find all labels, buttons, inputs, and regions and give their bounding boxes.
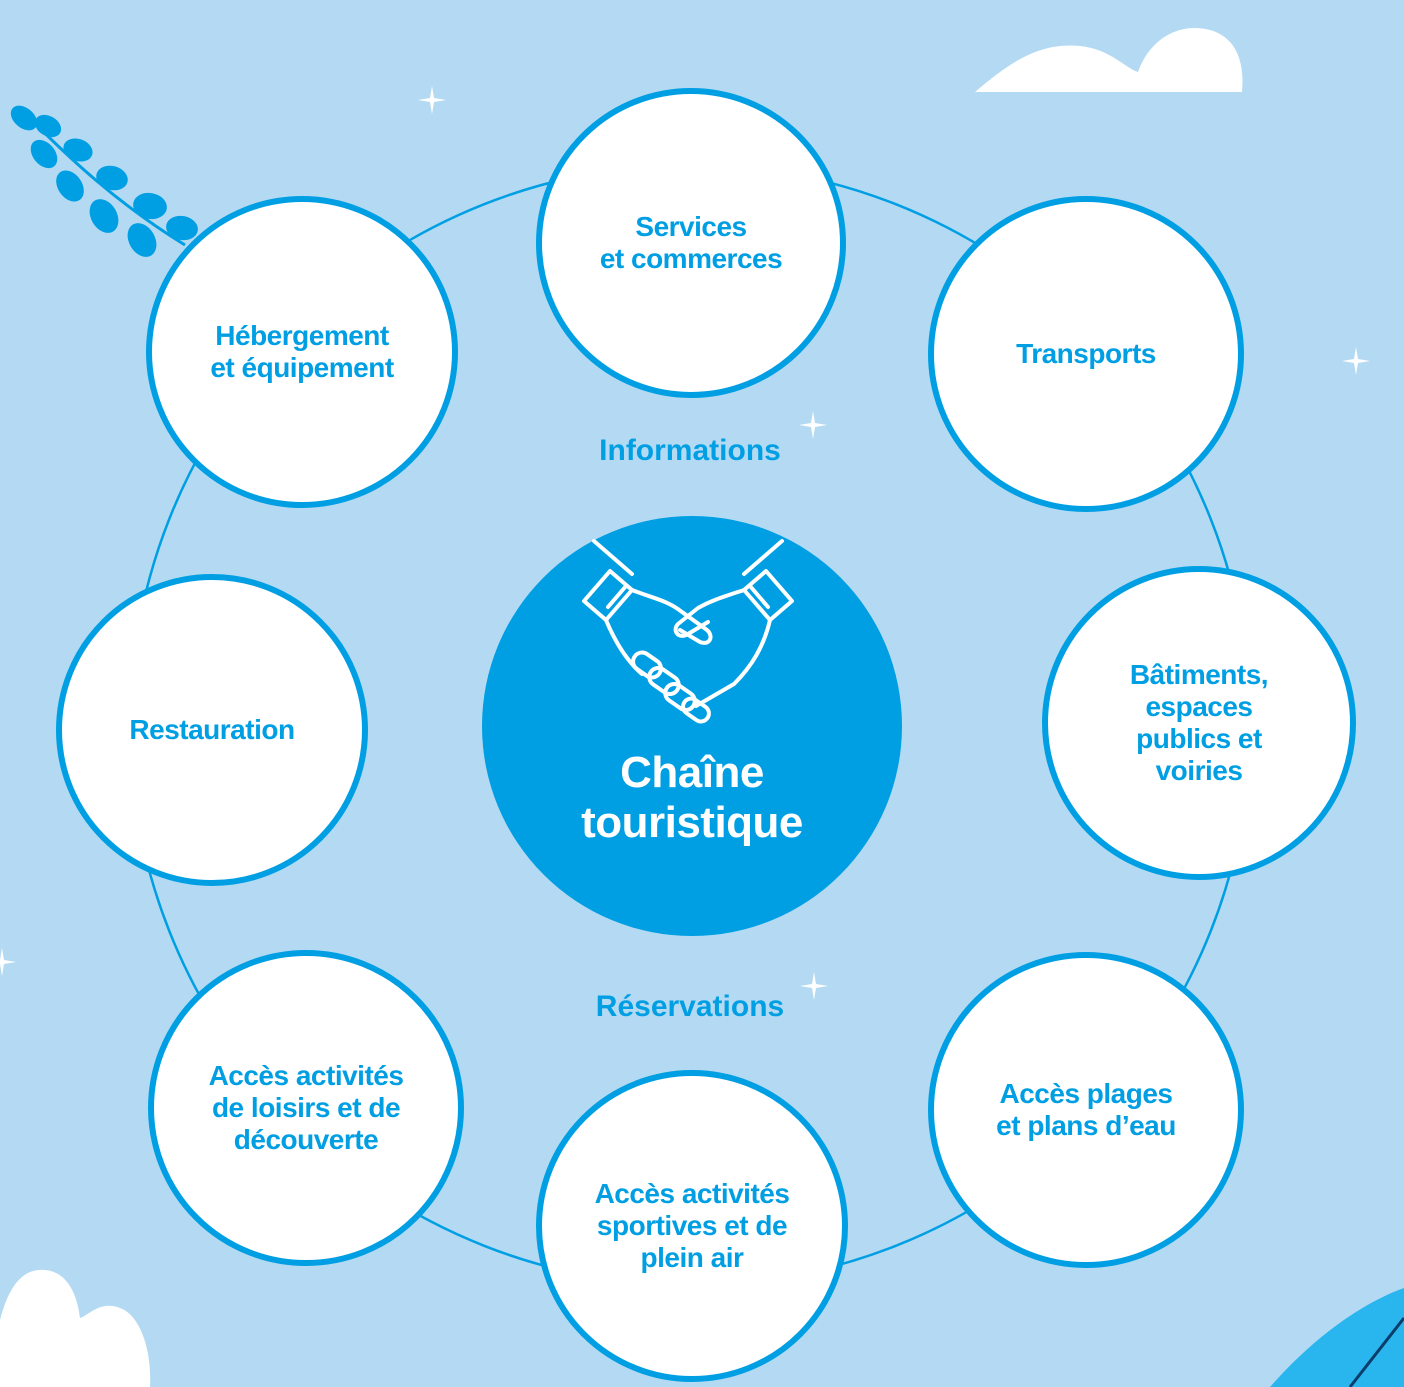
node-batiments-espaces-publics: Bâtiments, espaces publics et voiries bbox=[1042, 566, 1356, 880]
node-activites-sportives: Accès activités sportives et de plein ai… bbox=[536, 1070, 848, 1382]
node-label: Bâtiments, espaces publics et voiries bbox=[1129, 659, 1269, 786]
handshake-icon bbox=[582, 539, 794, 724]
node-label: Services et commerces bbox=[599, 211, 783, 274]
leaf-branch-icon bbox=[10, 105, 198, 257]
sparkle-icon bbox=[0, 948, 16, 976]
node-restauration: Restauration bbox=[56, 574, 368, 886]
node-acces-plages: Accès plages et plans d’eau bbox=[928, 952, 1244, 1268]
node-label: Accès plages et plans d’eau bbox=[996, 1078, 1176, 1141]
sparkle-icon bbox=[1342, 347, 1370, 375]
center-circle: Chaîne touristique bbox=[482, 516, 902, 936]
sparkle-icon bbox=[800, 972, 828, 1000]
cloud-top-right-icon bbox=[975, 27, 1243, 93]
node-label: Hébergement et équipement bbox=[210, 320, 394, 383]
node-hebergement-equipement: Hébergement et équipement bbox=[146, 196, 458, 508]
node-label: Transports bbox=[1016, 338, 1156, 369]
node-services-commerces: Services et commerces bbox=[536, 88, 846, 398]
node-label: Accès activités sportives et de plein ai… bbox=[594, 1178, 790, 1273]
corner-wave-shape bbox=[1270, 1288, 1404, 1387]
cloud-bottom-left-icon bbox=[0, 1269, 151, 1387]
sparkle-icon bbox=[799, 411, 827, 439]
ring-label-reservations: Réservations bbox=[595, 990, 785, 1023]
node-label: Restauration bbox=[129, 714, 295, 745]
center-title: Chaîne touristique bbox=[581, 748, 803, 847]
node-label: Accès activités de loisirs et de découve… bbox=[208, 1060, 404, 1155]
corner-line bbox=[1348, 1317, 1404, 1387]
ring-label-informations: Informations bbox=[599, 434, 781, 467]
node-activites-loisirs: Accès activités de loisirs et de découve… bbox=[148, 950, 464, 1266]
sparkle-icon bbox=[418, 86, 446, 114]
node-transports: Transports bbox=[928, 196, 1244, 512]
